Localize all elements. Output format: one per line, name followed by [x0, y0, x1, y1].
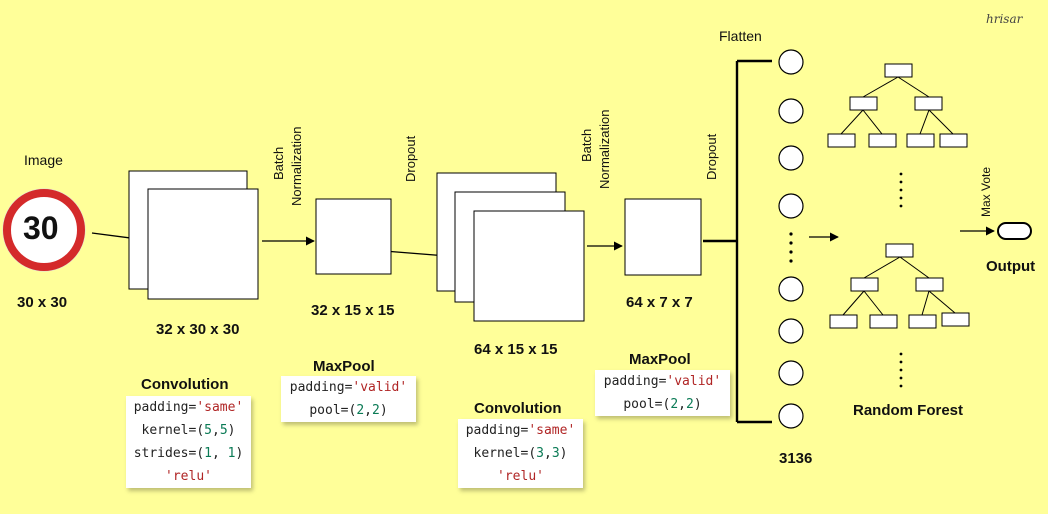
code-line: kernel=(5,5): [126, 419, 251, 442]
input-dims: 30 x 30: [17, 294, 68, 311]
batchnorm-label-2a: Batch: [579, 128, 594, 162]
pool2-output-dims: 64 x 7 x 7: [626, 294, 693, 311]
code-token: 3: [536, 446, 544, 461]
code-token: 'valid': [352, 380, 408, 395]
code-token: pool=(: [623, 397, 671, 412]
code-token: 3: [551, 446, 560, 461]
code-token: padding=: [465, 423, 529, 438]
batchnorm-label-1a: Batch: [271, 146, 286, 180]
flatten-connector: [703, 59, 772, 424]
code-line: 'relu': [458, 465, 583, 488]
code-line: pool=(2,2): [595, 393, 730, 416]
code-token: 1: [204, 446, 212, 461]
code-token: 2: [371, 403, 380, 418]
pool2-params: padding='valid'pool=(2,2): [595, 370, 730, 416]
conv1-params: padding='same'kernel=(5,5)strides=(1, 1)…: [126, 396, 251, 488]
code-line: padding='valid': [281, 376, 416, 399]
speed-sign-icon: [2, 188, 86, 272]
speed-sign-value: 30: [23, 210, 59, 246]
dropout-label-1: Dropout: [403, 135, 418, 182]
code-token: ,: [364, 403, 372, 418]
code-token: ): [379, 403, 388, 418]
code-line: kernel=(3,3): [458, 442, 583, 465]
code-token: ,: [211, 423, 220, 438]
pool2-feature-map: [624, 198, 702, 276]
conv1-output-dims: 32 x 30 x 30: [156, 321, 240, 338]
flatten-neurons: [778, 49, 804, 429]
conv2-feature-maps: [436, 172, 585, 322]
code-token: ): [227, 423, 236, 438]
code-token: 5: [219, 423, 228, 438]
code-token: ): [235, 446, 244, 461]
output-node: [997, 222, 1032, 240]
input-title: Image: [24, 152, 63, 168]
dropout-label-2: Dropout: [704, 133, 719, 180]
conv2-title: Convolution: [474, 400, 562, 417]
max-vote-label: Max Vote: [979, 166, 993, 217]
code-token: strides=(: [133, 446, 205, 461]
conv1-title: Convolution: [141, 376, 229, 393]
code-token: 1: [227, 446, 236, 461]
code-token: 'valid': [666, 374, 722, 389]
decision-tree-1: [827, 63, 968, 148]
code-token: padding=: [603, 374, 667, 389]
batchnorm-label-2b: Normalization: [597, 109, 612, 189]
code-token: 'same': [528, 423, 576, 438]
code-token: ): [559, 446, 568, 461]
tree-ellipsis-1: [899, 172, 903, 208]
pool1-output-dims: 32 x 15 x 15: [311, 302, 395, 319]
batchnorm-label-1b: Normalization: [289, 126, 304, 206]
code-token: padding=: [289, 380, 353, 395]
tree-ellipsis-2: [899, 352, 903, 388]
decision-tree-2: [829, 243, 970, 329]
code-token: ,: [678, 397, 686, 412]
code-line: padding='same': [458, 419, 583, 442]
code-line: 'relu': [126, 465, 251, 488]
code-token: ,: [211, 446, 228, 461]
code-token: 2: [670, 397, 679, 412]
conv2-params: padding='same'kernel=(3,3)'relu': [458, 419, 583, 488]
neuron-ellipsis: [789, 232, 793, 263]
code-token: 'relu': [497, 469, 544, 484]
code-token: 2: [356, 403, 365, 418]
output-label: Output: [986, 258, 1036, 275]
code-token: ): [693, 397, 702, 412]
code-token: 5: [204, 423, 212, 438]
code-line: padding='same': [126, 396, 251, 419]
code-token: padding=: [133, 400, 197, 415]
code-line: pool=(2,2): [281, 399, 416, 422]
code-token: 'relu': [165, 469, 212, 484]
random-forest-title: Random Forest: [853, 402, 964, 419]
conv2-output-dims: 64 x 15 x 15: [474, 341, 558, 358]
code-token: pool=(: [309, 403, 357, 418]
flatten-size: 3136: [779, 450, 813, 467]
author-signature: hrisar: [986, 12, 1023, 26]
code-token: kernel=(: [141, 423, 205, 438]
code-token: ,: [543, 446, 552, 461]
conv1-feature-maps: [128, 170, 259, 300]
pool1-title: MaxPool: [313, 358, 375, 375]
code-token: 'same': [196, 400, 244, 415]
flatten-title: Flatten: [719, 28, 762, 44]
code-line: padding='valid': [595, 370, 730, 393]
code-token: kernel=(: [473, 446, 537, 461]
pool1-feature-map: [315, 198, 392, 275]
pool1-params: padding='valid'pool=(2,2): [281, 376, 416, 422]
pool2-title: MaxPool: [629, 351, 691, 368]
code-line: strides=(1, 1): [126, 442, 251, 465]
code-token: 2: [685, 397, 694, 412]
